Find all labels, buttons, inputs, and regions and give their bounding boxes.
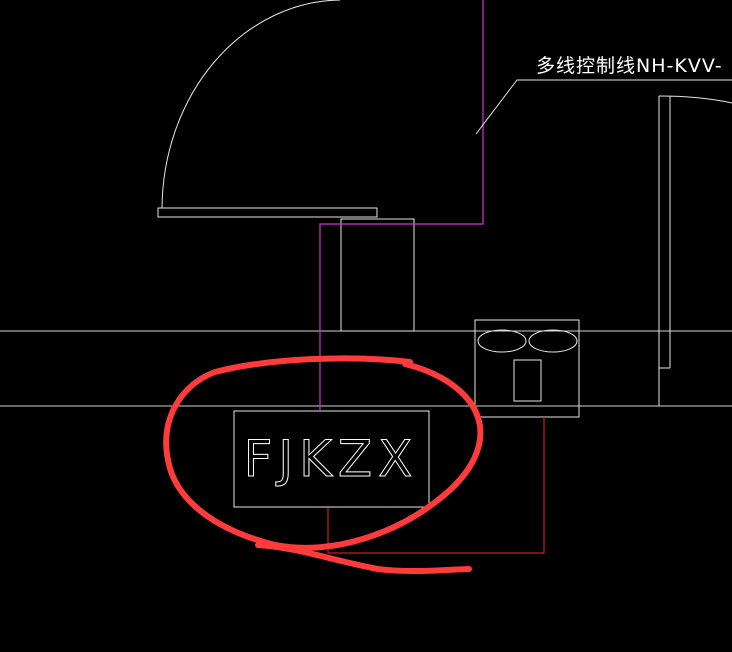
fan-motor-rect bbox=[513, 359, 542, 402]
arc-fixture-base bbox=[157, 207, 378, 218]
red-wire bbox=[327, 417, 545, 554]
red-markup-tail bbox=[255, 542, 472, 575]
fan-blade-left bbox=[477, 329, 527, 353]
fan-device-symbol bbox=[474, 319, 580, 418]
control-box-label: FJKZX bbox=[244, 430, 419, 488]
red-markup-circle bbox=[163, 355, 484, 551]
fan-blade-right bbox=[528, 329, 578, 353]
control-box bbox=[233, 410, 430, 508]
right-arc-fixture bbox=[658, 95, 732, 104]
magenta-control-line bbox=[319, 0, 484, 410]
cable-label: 多线控制线NH-KVV- bbox=[536, 55, 723, 77]
label-leader-line bbox=[475, 79, 732, 135]
quarter-arc-fixture bbox=[161, 0, 341, 209]
riser-column bbox=[340, 218, 415, 332]
